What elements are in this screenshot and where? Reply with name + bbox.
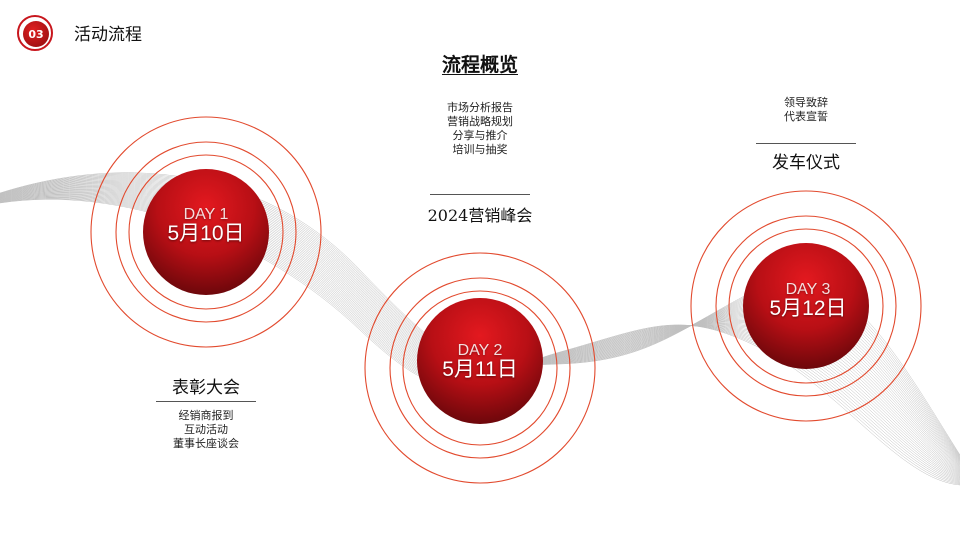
list-item: 营销战略规划	[447, 115, 513, 128]
section-number-badge: 03	[23, 21, 49, 47]
overview-title: 流程概览	[441, 54, 518, 76]
day1-event-title: 表彰大会	[172, 378, 240, 398]
day2-ring-group	[364, 252, 596, 484]
day3-divider	[756, 143, 856, 144]
list-item: 培训与抽奖	[452, 143, 508, 156]
day1-circle	[143, 169, 269, 295]
page-title: 活动流程	[74, 25, 142, 45]
list-item: 市场分析报告	[447, 101, 513, 114]
day2-item-list: 市场分析报告 营销战略规划 分享与推介 培训与抽奖	[400, 101, 560, 157]
day2-circle	[417, 298, 543, 424]
list-item: 领导致辞	[784, 96, 828, 109]
day3-ring-group	[690, 190, 922, 422]
day3-circle	[743, 243, 869, 369]
list-item: 分享与推介	[452, 129, 508, 142]
section-badge-ring	[17, 15, 53, 51]
list-item: 经销商报到	[178, 409, 234, 422]
day3-event-title: 发车仪式	[772, 153, 840, 173]
day1-ring-group	[90, 116, 322, 348]
day1-item-list: 经销商报到 互动活动 董事长座谈会	[136, 409, 276, 451]
list-item: 代表宣誓	[784, 110, 828, 123]
day3-item-list: 领导致辞 代表宣誓	[736, 96, 876, 124]
day2-divider	[430, 194, 530, 195]
list-item: 互动活动	[184, 423, 228, 436]
day2-event-title: 2024营销峰会	[427, 206, 533, 225]
list-item: 董事长座谈会	[173, 437, 239, 450]
day1-divider	[156, 401, 256, 402]
